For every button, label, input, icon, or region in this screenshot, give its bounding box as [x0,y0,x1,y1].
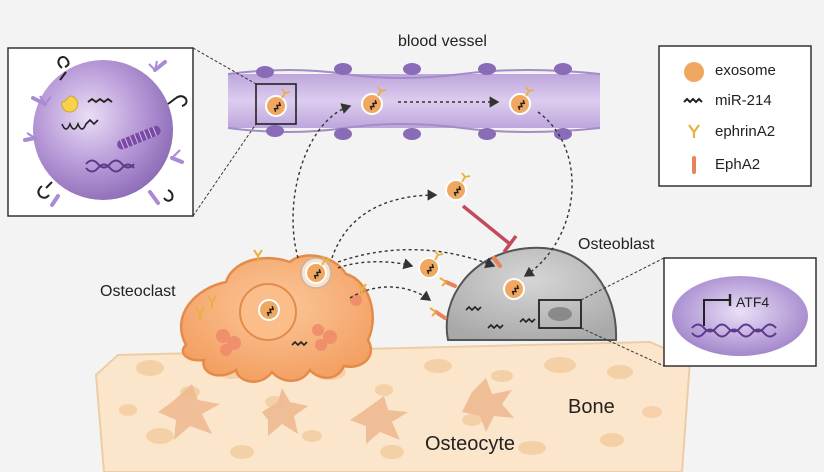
zoom-line-bottom [192,123,257,217]
free-exosome-upper [445,172,471,201]
osteoblast-internal-exosome [503,278,525,300]
osteoclast-cell [179,254,374,383]
budding-exosome [300,255,332,289]
arrow-to-osteoblast-upper [337,248,496,269]
blood-vessel [227,63,601,140]
exosome-inset [7,47,194,217]
atf4-inset [663,257,817,367]
legend-epha2-label: EphA2 [715,156,761,173]
promoter-arrow [703,299,730,326]
arrow-to-exosome-mid [337,258,414,270]
arrow-to-vessel [292,103,352,259]
legend [658,45,812,187]
enzyme-icon [61,95,79,113]
ephrina2-ligand-1 [253,249,263,262]
atf4-zoom-line-bottom [580,327,665,367]
osteoblast-nucleus [548,307,572,321]
ephrina2-icon [688,124,700,138]
legend-mir214-label: miR-214 [715,92,772,109]
mir214-icon [683,97,703,104]
exosome-layer [195,86,535,321]
inhibition-arrow [461,204,518,254]
arrow-to-epha2 [349,286,432,301]
atf4-zoom-line-top [580,257,665,301]
vessel-exosome-2 [361,86,387,115]
osteoclast-label: Osteoclast [100,283,176,300]
exosome-sphere [33,60,173,200]
bone-label: Bone [568,396,615,418]
osteocyte-label: Osteocyte [425,433,516,455]
osteoclast-internal-exosome [258,299,280,321]
epha2-receptors [434,256,502,320]
osteoblast-cell [445,246,618,341]
exosome-icon [684,62,704,82]
epha2-bound-ephrina2 [429,277,447,317]
ephrina2-ligand-4 [357,283,367,296]
arrow-to-free-exosome [331,189,438,259]
vessel-exosome-1 [265,88,291,117]
atf4-label: ATF4 [736,294,770,310]
blood-vessel-label: blood vessel [398,33,487,50]
vessel-exosome-3 [509,86,535,115]
legend-ephrina2-label: ephrinA2 [715,123,776,140]
transport-arrows [292,96,573,301]
zoom-box [255,83,297,125]
free-exosome-mid [418,250,444,279]
osteoblast-nucleus-box [538,299,582,329]
ephrina2-ligand-3 [207,295,217,308]
ephrina2-ligand-2 [195,307,205,320]
osteoblast-label: Osteoblast [578,236,655,253]
zoom-line-top [192,47,257,85]
nucleus-ellipse [672,276,808,356]
legend-exosome-label: exosome [715,62,776,79]
